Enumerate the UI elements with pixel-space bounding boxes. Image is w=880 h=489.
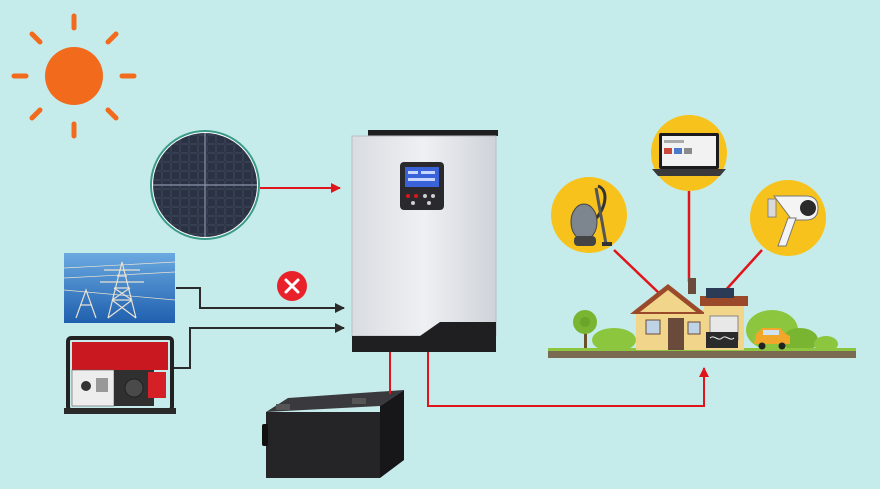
hair-dryer-icon bbox=[750, 180, 826, 256]
vacuum-cleaner-icon bbox=[551, 177, 627, 253]
hybrid-inverter-icon bbox=[351, 130, 498, 352]
connector-inverter-house bbox=[427, 352, 709, 407]
transmission-tower-icon bbox=[63, 253, 176, 323]
solar-panel-icon bbox=[150, 130, 260, 240]
battery-icon bbox=[262, 390, 404, 478]
appliance-links bbox=[613, 190, 763, 295]
connector-grid-inverter bbox=[176, 287, 345, 313]
car-icon bbox=[754, 328, 790, 350]
laptop-icon bbox=[651, 115, 727, 191]
connector-generator-inverter bbox=[174, 323, 345, 369]
error-x-icon bbox=[277, 271, 307, 301]
diesel-generator-icon bbox=[64, 336, 176, 414]
house-icon bbox=[548, 278, 856, 358]
sun-icon bbox=[11, 13, 137, 139]
